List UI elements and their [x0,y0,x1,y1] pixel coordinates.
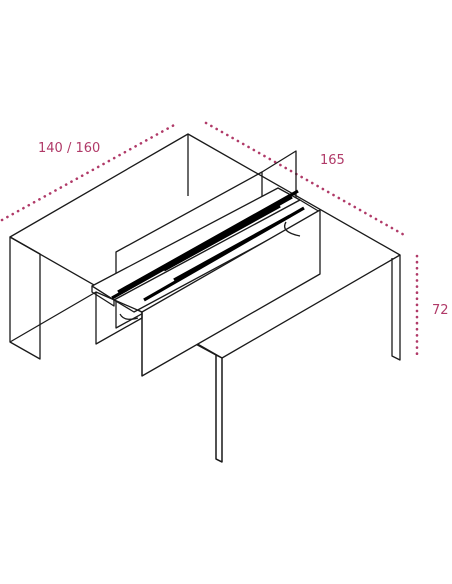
far-right-leg [391,255,401,361]
front-screen-clamp [283,221,301,237]
left-panel-bottom [9,291,97,343]
lower-modesty-panel [95,291,143,345]
center-beam-front [91,285,115,307]
left-side-panel [9,236,41,360]
height-dimension-label: 72 [432,303,449,318]
front-lower-clamp [119,313,139,320]
right-leg-outline [215,355,223,463]
tray-bar-5 [173,214,291,282]
depth-dimension-line [204,121,408,238]
right-side-panel [215,354,223,463]
cable-tray [111,189,305,302]
width-dimension-line [0,122,178,222]
tray-bar-4 [163,204,281,272]
dimension-lines [0,121,419,358]
width-dimension-label: 140 / 160 [38,141,100,156]
tray-bar-2 [117,189,299,294]
desk-structure [9,133,401,463]
depth-dimension-label: 165 [320,153,345,168]
